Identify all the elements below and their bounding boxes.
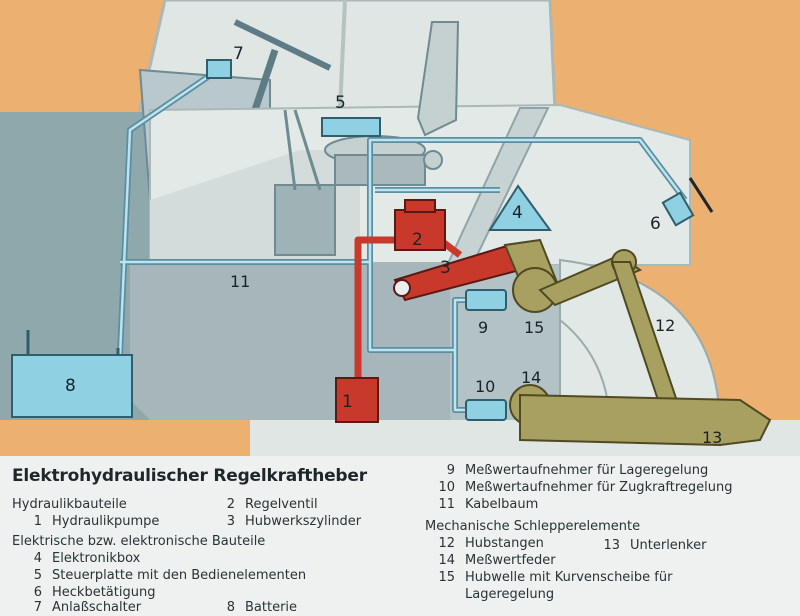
rear-housing — [130, 262, 480, 420]
callout-14: 14 — [521, 368, 542, 387]
lever-a — [283, 109, 297, 191]
callout-1: 1 — [342, 392, 353, 412]
cab-pillar — [338, 0, 347, 111]
ground-band — [0, 420, 300, 460]
callout-4: 4 — [512, 203, 523, 223]
tractor-diagram — [0, 0, 800, 460]
hydraulic-pump — [335, 377, 379, 423]
lever-b — [293, 109, 322, 191]
steering-wheel — [233, 19, 332, 71]
rear-control — [661, 191, 695, 227]
callout-15: 15 — [524, 318, 545, 337]
position-sensor — [465, 289, 507, 311]
callout-9: 9 — [478, 318, 489, 337]
lever-housing — [274, 184, 336, 256]
callout-5: 5 — [335, 93, 346, 113]
legend: Elektrohydraulischer Regelkraftheber Hyd… — [0, 456, 800, 616]
callout-10: 10 — [475, 377, 496, 396]
callout-11: 11 — [230, 272, 251, 291]
draft-sensor — [465, 399, 507, 421]
mechanical-linkage — [503, 238, 772, 447]
callout-13: 13 — [702, 428, 723, 447]
steering-column — [251, 48, 279, 112]
callout-3: 3 — [440, 258, 451, 278]
callout-2: 2 — [412, 230, 423, 250]
seat-back — [416, 21, 460, 137]
seat-knob — [423, 150, 443, 170]
callout-8: 8 — [65, 376, 76, 396]
callout-12: 12 — [655, 316, 676, 335]
cable-harness-inner — [118, 70, 686, 412]
battery — [11, 354, 133, 418]
valve-top — [404, 199, 436, 213]
callout-6: 6 — [650, 214, 661, 234]
starter-switch — [206, 59, 232, 79]
electronic-box — [488, 184, 552, 231]
legend-hydraulic-header: Hydraulikbauteile — [12, 497, 127, 512]
legend-item-15-continued: Lageregelung — [465, 587, 555, 602]
legend-electrical-header: Elektrische bzw. elektronische Bauteile — [12, 534, 266, 549]
seat-base — [334, 154, 426, 186]
legend-mechanical-header: Mechanische Schlepperelemente — [425, 519, 641, 534]
rear-control-arrow — [688, 177, 714, 213]
diagram-title: Elektrohydraulischer Regelkraftheber — [12, 466, 367, 486]
cylinder-pivot — [393, 279, 411, 297]
callout-7: 7 — [233, 44, 244, 64]
control-panel — [321, 117, 381, 137]
